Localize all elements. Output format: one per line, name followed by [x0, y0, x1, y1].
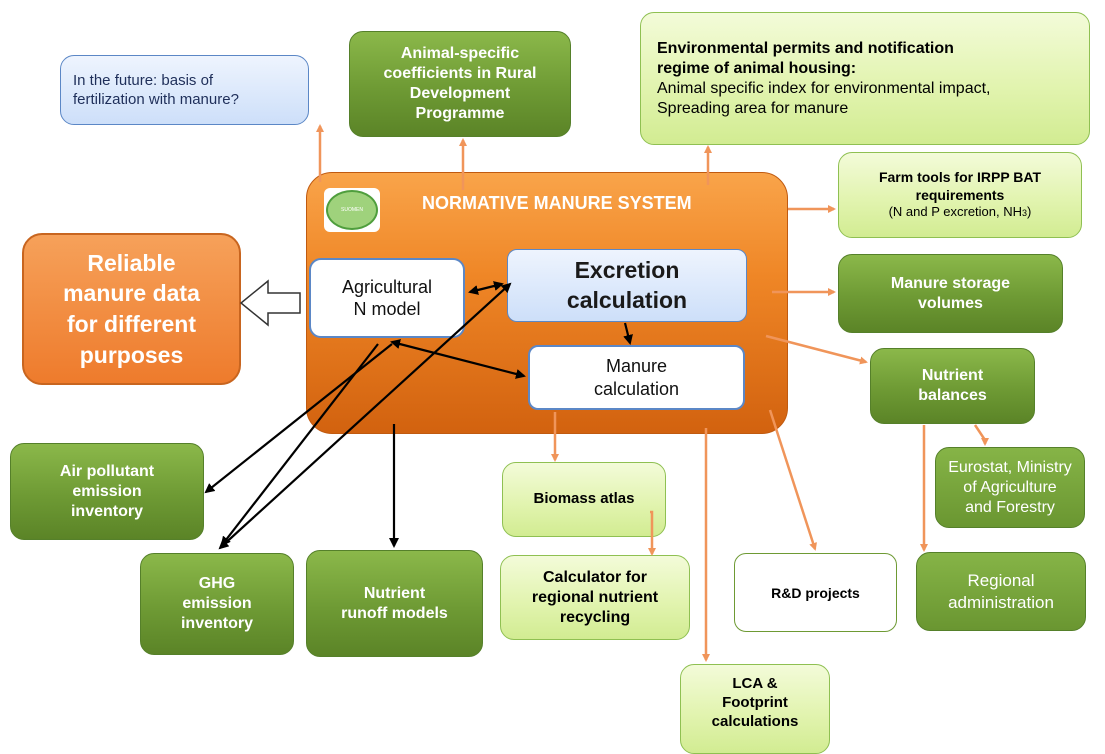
lca-line-1: LCA & — [732, 675, 778, 692]
farm-sub-end: ) — [1027, 204, 1032, 220]
reliable-manure-data-box: Reliable manure data for different purpo… — [22, 233, 241, 385]
arrow-agri-manure — [390, 339, 526, 379]
eurostat-line-3: and Forestry — [965, 498, 1055, 516]
calculator-line-2: regional nutrient — [531, 588, 659, 606]
future-fertilization-box: In the future: basis of fertilization wi… — [60, 55, 309, 125]
eurostat-line-2: of Agriculture — [963, 478, 1057, 496]
biomass-label: Biomass atlas — [533, 490, 635, 508]
ghg-line-2: emission — [182, 595, 252, 612]
animal-line-2: coefficients in Rural — [383, 65, 537, 82]
reliable-line-2: manure data — [63, 280, 200, 307]
arrow-to-balances — [765, 334, 868, 365]
env-title-2: regime of animal housing: — [657, 59, 857, 77]
animal-line-4: Programme — [415, 105, 505, 122]
regional-line-1: Regional — [967, 571, 1035, 591]
storage-line-1: Manure storage — [890, 274, 1011, 292]
manure-calculation-box: Manure calculation — [528, 345, 745, 410]
hollow-arrow-to-reliable — [239, 279, 301, 327]
regional-line-2: administration — [948, 592, 1054, 612]
ghg-line-1: GHG — [198, 575, 236, 592]
manure-line-2: calculation — [593, 378, 680, 399]
farm-tools-box: Farm tools for IRPP BAT requirements (N … — [838, 152, 1082, 238]
animal-line-1: Animal-specific — [400, 45, 520, 62]
excretion-line-2: calculation — [566, 286, 688, 313]
air-line-2: emission — [72, 482, 142, 500]
manure-storage-box: Manure storage volumes — [838, 254, 1063, 333]
farm-sub: (N and P excretion, NH3) — [889, 204, 1032, 220]
farm-sub-index: 3 — [1022, 208, 1028, 219]
reliable-line-1: Reliable — [87, 249, 176, 276]
excretion-line-1: Excretion — [574, 256, 680, 283]
arrow-to-rd — [768, 409, 817, 551]
calculator-box: Calculator for regional nutrient recycli… — [500, 555, 690, 640]
reliable-line-3: for different — [66, 311, 197, 337]
reliable-line-4: purposes — [79, 341, 184, 368]
calculator-line-3: recycling — [559, 608, 631, 626]
arrow-to-eurostat — [973, 424, 989, 446]
lca-line-3: calculations — [711, 712, 799, 730]
manure-line-1: Manure — [605, 356, 668, 376]
future-line-2: fertilization with manure? — [73, 91, 239, 108]
arrow-biomass-to-calculator — [648, 510, 656, 556]
farm-line-1: Farm tools for IRPP BAT — [878, 169, 1042, 186]
air-pollutant-box: Air pollutant emission inventory — [10, 443, 204, 540]
air-line-1: Air pollutant — [59, 462, 155, 480]
farm-sub-text: (N and P excretion, NH — [888, 204, 1023, 220]
rd-label: R&D projects — [771, 584, 860, 601]
lca-line-2: Footprint — [722, 693, 788, 711]
rd-projects-box: R&D projects — [734, 553, 897, 632]
future-line-1: In the future: basis of — [73, 71, 214, 89]
regional-administration-box: Regional administration — [916, 552, 1086, 631]
environmental-permits-box: Environmental permits and notification r… — [640, 12, 1090, 145]
excretion-calculation-box: Excretion calculation — [507, 249, 747, 322]
arrow-agri-excretion — [468, 281, 504, 295]
eurostat-box: Eurostat, Ministry of Agriculture and Fo… — [935, 447, 1085, 528]
balances-line-1: Nutrient — [921, 367, 984, 384]
runoff-line-1: Nutrient — [363, 584, 426, 602]
env-body-2: Spreading area for manure — [657, 99, 849, 117]
nutrient-balances-box: Nutrient balances — [870, 348, 1035, 424]
arrow-excretion-ghg — [218, 282, 512, 550]
ghg-line-3: inventory — [180, 615, 253, 632]
air-line-3: inventory — [70, 502, 143, 520]
farm-line-2: requirements — [915, 186, 1005, 203]
arrow-agri-ghg — [220, 343, 379, 547]
normative-system-title: NORMATIVE MANURE SYSTEM — [422, 193, 692, 213]
env-body-1: Animal specific index for environmental … — [657, 79, 991, 97]
runoff-line-2: runoff models — [341, 604, 448, 622]
animal-coefficients-box: Animal-specific coefficients in Rural De… — [349, 31, 571, 137]
nutrient-runoff-box: Nutrient runoff models — [306, 550, 483, 657]
black-arrows — [204, 281, 633, 550]
eurostat-line-1: Eurostat, Ministry — [948, 458, 1072, 476]
biomass-atlas-box: Biomass atlas — [502, 462, 666, 537]
arrow-excretion-manure — [623, 322, 633, 345]
animal-line-3: Development — [409, 85, 511, 102]
env-title-1: Environmental permits and notification — [657, 39, 954, 57]
logo-icon: SUOMEN — [324, 188, 380, 232]
orange-arrows — [316, 124, 989, 662]
connector-arrows — [204, 124, 989, 662]
calculator-line-1: Calculator for — [542, 568, 647, 586]
balances-line-2: balances — [918, 387, 987, 404]
ghg-inventory-box: GHG emission inventory — [140, 553, 294, 655]
storage-line-2: volumes — [918, 294, 983, 312]
